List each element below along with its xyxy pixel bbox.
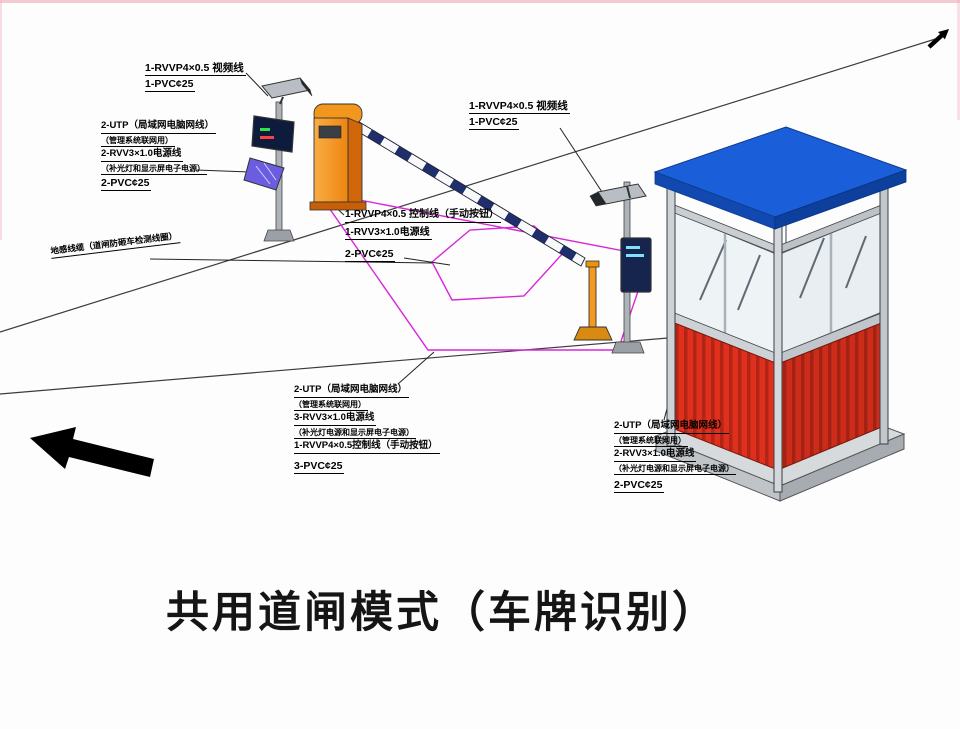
led-display-text-green: [260, 128, 270, 131]
guard-booth: [653, 126, 908, 502]
cable-label: 2-RVV3×1.0电源线: [614, 448, 697, 463]
cable-label: 2-UTP（局域网电脑网线）: [614, 420, 729, 434]
cable-note: （管理系统联网用）: [294, 400, 368, 412]
cable-note: （补光灯和显示屏电子电源）: [101, 164, 207, 176]
pole-left-base: [263, 229, 295, 242]
edge-tint-top: [0, 0, 960, 3]
conduit-label: 1-PVC¢25: [145, 78, 196, 93]
cable-note: （管理系统联网用）: [101, 136, 175, 148]
leader-camera-right: [559, 127, 603, 193]
callout-pole-left: 2-UTP（局域网电脑网线） （管理系统联网用） 2-RVV3×1.0电源线 （…: [101, 120, 216, 192]
arm-support-post: [588, 265, 597, 329]
cable-label: 1-RVVP4×0.5 视频线: [145, 62, 246, 77]
booth-column-right: [879, 185, 889, 445]
cable-label: 1-RVVP4×0.5控制线（手动按钮）: [294, 440, 440, 455]
lpr-camera-right: [597, 183, 647, 205]
cable-label: 1-RVV3×1.0电源线: [345, 227, 432, 240]
arm-support-base: [573, 326, 613, 341]
exit-camera-pole: [589, 181, 652, 354]
barrier-gate: [309, 103, 613, 341]
entry-camera-pole: [243, 77, 313, 242]
callout-camera-right: 1-RVVP4×0.5 视频线 1-PVC¢25: [469, 100, 570, 131]
booth-base-front-right: [779, 433, 905, 502]
booth-wall-right-shade: [778, 322, 884, 470]
cable-note: （管理系统联网用）: [614, 436, 688, 448]
conduit-label: 3-PVC¢25: [294, 460, 345, 475]
conduit-label: 2-PVC¢25: [614, 479, 665, 494]
conduit-label: 1-PVC¢25: [469, 116, 520, 131]
arm-support-cap: [585, 260, 600, 268]
direction-arrow: [30, 427, 154, 477]
callout-lane: 2-UTP（局域网电脑网线） （管理系统联网用） 3-RVV3×1.0电源线 （…: [294, 384, 440, 475]
callout-booth: 2-UTP（局域网电脑网线） （管理系统联网用） 2-RVV3×1.0电源线 （…: [614, 420, 736, 494]
diagram-title: 共用道闸模式（车牌识别）: [166, 589, 718, 637]
control-box-line-2: [626, 254, 644, 257]
edge-tint-right: [957, 0, 960, 120]
edge-tint-left: [0, 0, 2, 240]
cabinet-plinth: [309, 201, 367, 211]
leader-barrier-loop: [403, 257, 451, 266]
flood-light: [243, 157, 285, 191]
booth-roof-top: [653, 126, 908, 218]
cabinet-panel: [318, 125, 342, 139]
pole-right-base: [611, 341, 645, 354]
leader-camera-left: [245, 72, 269, 97]
window-reflections: [699, 235, 867, 311]
cabinet-side: [347, 117, 363, 207]
camera-left-bracket: [279, 96, 284, 105]
led-display-text-red: [260, 136, 274, 139]
cable-label: 2-UTP（局域网电脑网线）: [101, 120, 216, 134]
led-display: [251, 115, 295, 153]
conduit-label: 2-PVC¢25: [345, 248, 396, 263]
control-box-line-1: [626, 246, 640, 249]
cable-label: 2-RVV3×1.0电源线: [101, 148, 184, 163]
road-edge-upper: [0, 35, 946, 333]
leader-lane-block: [397, 351, 435, 385]
camera-right-lens: [589, 191, 607, 207]
booth-column-left: [666, 187, 676, 447]
leader-pole-left: [195, 169, 251, 173]
camera-right-bracket: [626, 185, 631, 199]
booth-roof-edge-right: [774, 169, 907, 230]
conduit-label: 2-PVC¢25: [101, 177, 152, 192]
road-edge-lower: [0, 337, 669, 395]
leader-ground-loop: [149, 258, 433, 264]
callout-barrier: 1-RVVP4×0.5 控制线（手动按钮） 1-RVV3×1.0电源线 2-PV…: [345, 209, 502, 263]
flood-light-grid-1: [255, 165, 271, 185]
callout-camera-left: 1-RVVP4×0.5 视频线 1-PVC¢25: [145, 62, 246, 93]
control-box: [620, 237, 652, 293]
flood-light-grid-2: [263, 162, 277, 181]
cable-note: （补光灯电源和显示屏电子电源）: [614, 464, 736, 476]
camera-left-lens: [299, 77, 313, 97]
cable-label: 1-RVVP4×0.5 视频线: [469, 100, 570, 115]
cable-label: 1-RVVP4×0.5 控制线（手动按钮）: [345, 209, 502, 223]
cable-note: （补光灯电源和显示屏电子电源）: [294, 428, 416, 440]
cable-label: 2-UTP（局域网电脑网线）: [294, 384, 409, 398]
booth-column-front: [773, 225, 783, 493]
north-arrow: [927, 29, 949, 49]
cable-label: 3-RVV3×1.0电源线: [294, 412, 377, 427]
